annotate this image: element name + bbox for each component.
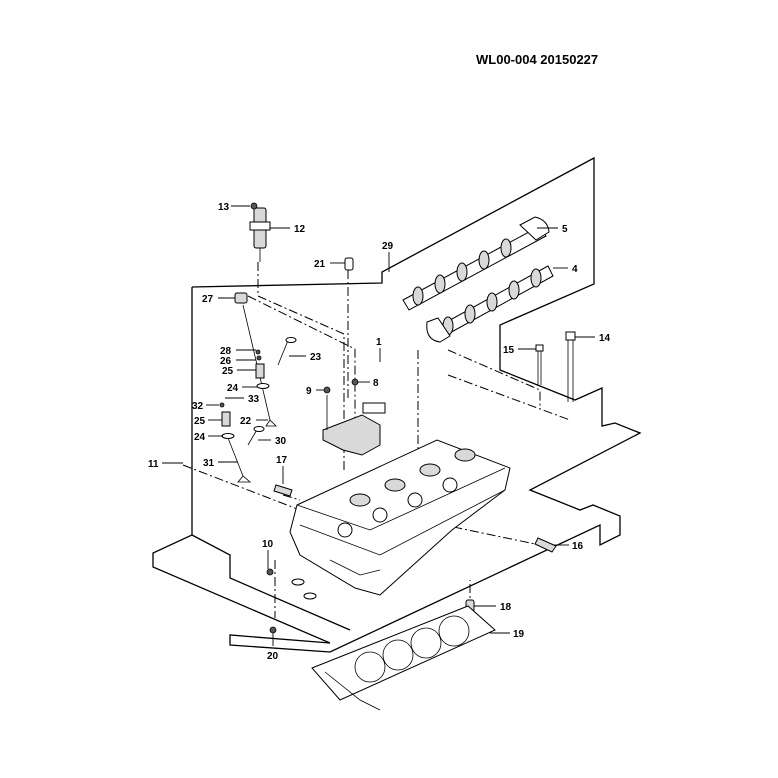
callout-31: 31 [203,458,215,469]
callout-21: 21 [314,259,326,270]
callout-12: 12 [294,224,306,235]
callout-13: 13 [218,202,230,213]
callout-18: 18 [500,602,512,613]
drawing-code: WL00-004 20150227 [476,52,598,67]
callout-32: 32 [192,401,204,412]
callout-24b: 24 [194,432,206,443]
callout-labels: 13 12 29 5 21 4 27 14 1 15 28 26 23 25 2… [148,202,611,662]
valve-train-lower [219,402,252,483]
bracket-assembly [322,378,386,456]
dowel-20 [269,626,277,634]
oil-control-valve [249,207,271,262]
callout-10: 10 [262,539,274,550]
head-gasket [311,605,496,711]
cylinder-head [289,439,511,596]
callout-26: 26 [220,356,232,367]
callout-30: 30 [275,436,287,447]
callout-33: 33 [248,394,260,405]
head-bolt-14 [565,331,576,402]
valve-30 [247,426,265,446]
plug-21 [344,257,354,271]
intake-camshaft [426,265,554,343]
bolt-15 [535,344,544,385]
callout-27: 27 [202,294,214,305]
assembly-frame [152,156,642,653]
callout-22: 22 [240,416,252,427]
plug-10 [266,568,274,576]
valve-train-upper [242,304,277,427]
dowel-17 [273,484,293,497]
callout-19: 19 [513,629,525,640]
callout-11: 11 [148,459,159,470]
callout-16: 16 [572,541,584,552]
callout-23: 23 [310,352,322,363]
callout-25a: 25 [222,366,234,377]
exhaust-camshaft [402,216,550,311]
valve-bolt-13 [250,202,258,210]
callout-24a: 24 [227,383,239,394]
leader-lines [162,205,595,646]
callout-17: 17 [276,455,288,466]
callout-5: 5 [562,224,568,235]
callout-14: 14 [599,333,611,344]
valve-23 [277,337,297,366]
callout-9: 9 [306,386,312,397]
callout-25b: 25 [194,416,206,427]
callout-4: 4 [572,264,578,275]
sensor-16 [534,537,557,553]
callout-1: 1 [376,337,382,348]
callout-20: 20 [267,651,279,662]
callout-8: 8 [373,378,379,389]
valve-lifter-27 [234,292,248,304]
small-seals [291,578,317,600]
callout-29: 29 [382,241,394,252]
callout-28: 28 [220,346,232,357]
callout-15: 15 [503,345,515,356]
